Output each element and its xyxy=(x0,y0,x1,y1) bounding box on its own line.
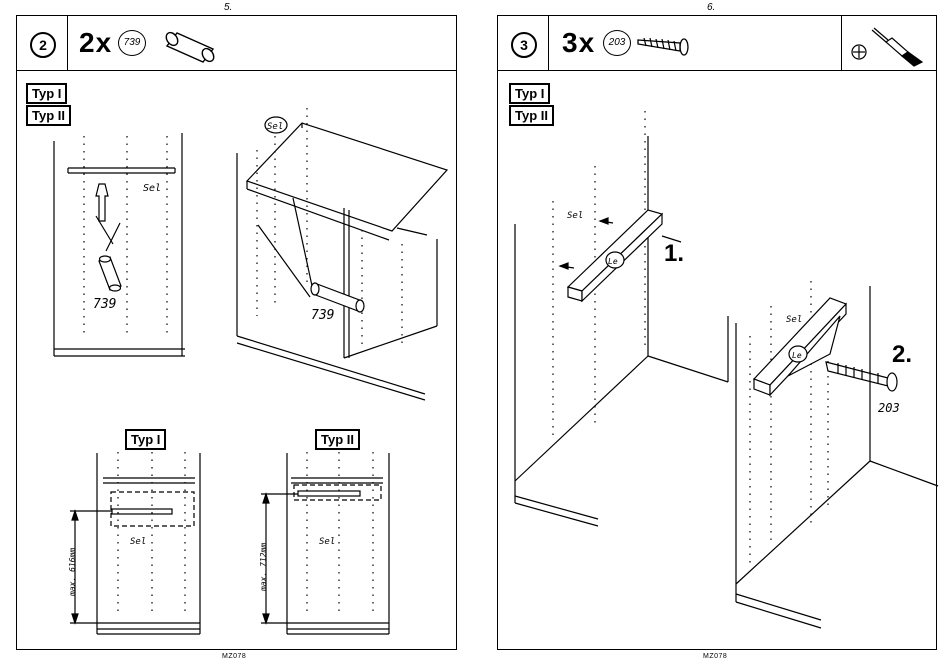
right-sel-label: Sel xyxy=(567,211,583,221)
le-label-b: Le xyxy=(792,351,802,360)
left-instruction-panel: 2 2x 739 Typ I Typ II xyxy=(16,15,457,650)
step-marker-2: 2. xyxy=(892,341,912,368)
right-footer-code: MZ078 xyxy=(703,653,727,660)
le-label-a: Le xyxy=(608,257,618,266)
screw-203-label: 203 xyxy=(878,401,900,415)
right-page-number: 6. xyxy=(707,2,715,13)
right-sel-label-b: Sel xyxy=(786,315,802,325)
left-footer-code: MZ078 xyxy=(222,653,246,660)
max-712mm-dimension: max. 712mm xyxy=(259,543,268,592)
right-instruction-panel: 3 3x 203 xyxy=(497,15,937,650)
type-2-height-diagram: Sel max. 712mm xyxy=(17,16,458,651)
sel-label-type-2: Sel xyxy=(319,537,335,547)
bracket-assembly-illustration: Sel Le 1. xyxy=(498,16,938,651)
left-page-number: 5. xyxy=(224,2,232,13)
step-marker-1: 1. xyxy=(664,240,684,267)
